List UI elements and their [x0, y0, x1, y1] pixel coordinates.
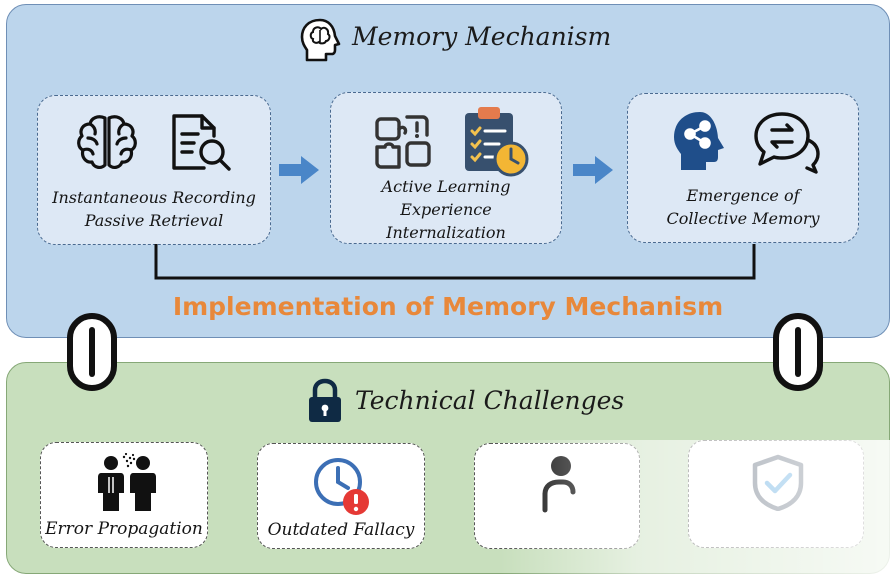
puzzle-alert-icon: [375, 115, 431, 169]
challenge-card-4: [688, 440, 864, 548]
chain-link-icon: [773, 313, 823, 391]
people-sneeze-icon: [98, 453, 156, 511]
clipboard-checklist-icon: [465, 107, 529, 177]
technical-challenges-title: Technical Challenges: [355, 386, 625, 415]
card-label-active-learning: Active Learning Experience Internalizati…: [331, 175, 561, 244]
implementation-bracket: [154, 244, 756, 280]
card-outdated-fallacy: Outdated Fallacy: [257, 443, 425, 549]
card-instantaneous-recording: Instantaneous Recording Passive Retrieva…: [37, 95, 271, 245]
memory-mechanism-title: Memory Mechanism: [352, 22, 612, 51]
card-line: Passive Retrieval: [84, 211, 224, 230]
right-arrow-icon: [573, 156, 613, 184]
person-icon: [542, 456, 576, 513]
chat-exchange-icon: [754, 112, 820, 174]
implementation-title: Implementation of Memory Mechanism: [172, 292, 724, 321]
lock-icon: [309, 378, 341, 422]
card-collective-memory: Emergence of Collective Memory: [627, 93, 859, 243]
card-label-recording: Instantaneous Recording Passive Retrieva…: [38, 186, 270, 232]
tech-card-label: Outdated Fallacy: [267, 520, 415, 540]
brain-icon: [77, 115, 137, 169]
card-active-learning: Active Learning Experience Internalizati…: [330, 92, 562, 244]
card-line: Emergence of: [686, 186, 800, 205]
head-network-icon: [674, 112, 724, 170]
card-line: Active Learning: [381, 177, 511, 196]
right-arrow-icon: [279, 156, 319, 184]
head-brain-icon: [300, 18, 341, 62]
clock-alert-icon: [314, 458, 369, 515]
tech-card-label: Error Propagation: [45, 519, 203, 539]
card-error-propagation: Error Propagation: [40, 442, 208, 548]
card-line: Instantaneous Recording: [52, 188, 256, 207]
shield-check-icon: [752, 454, 804, 511]
card-line: Collective Memory: [666, 209, 820, 228]
challenge-card-3: [474, 443, 640, 549]
card-line: Experience: [400, 200, 492, 219]
card-label-collective: Emergence of Collective Memory: [628, 184, 858, 230]
document-search-icon: [172, 114, 231, 171]
chain-link-icon: [67, 313, 117, 391]
card-line: Internalization: [386, 223, 506, 242]
